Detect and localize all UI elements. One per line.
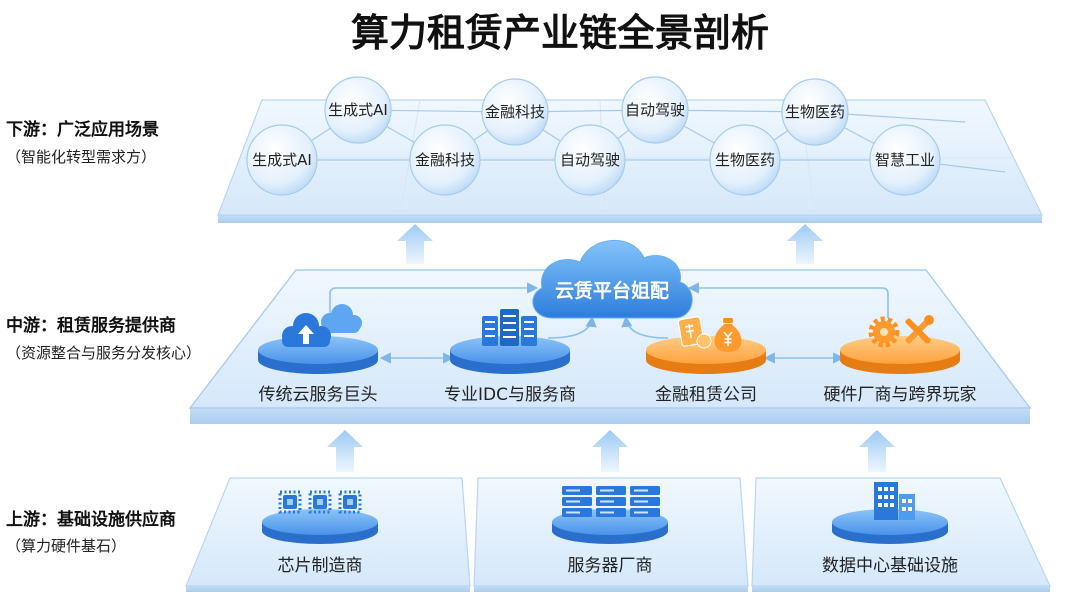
scenario-bubble: 生物医药 bbox=[781, 78, 849, 146]
building-icon bbox=[874, 482, 915, 520]
cloud-upload-icon bbox=[282, 304, 362, 347]
scenario-bubble: 自动驾驶 bbox=[621, 76, 689, 144]
server-rack-icon bbox=[482, 309, 537, 346]
midstream-node-hardware-vendors: 硬件厂商与跨界玩家 bbox=[824, 315, 977, 405]
scenario-bubble: 智慧工业 bbox=[869, 124, 941, 196]
scenario-label: 自动驾驶 bbox=[560, 151, 620, 169]
midstream-node-idc: 专业IDC与服务商 bbox=[444, 309, 576, 405]
server-icon bbox=[562, 486, 660, 517]
diagram-title: 算力租赁产业链全景剖析 bbox=[351, 11, 769, 55]
scenario-label: 金融科技 bbox=[415, 151, 475, 169]
midstream-node-label: 金融租赁公司 bbox=[655, 385, 757, 405]
upstream-panel-chips: 芯片制造商 bbox=[185, 477, 471, 592]
up-arrow-icon bbox=[859, 430, 895, 472]
upstream-panel-datacenter: 数据中心基础设施 bbox=[751, 477, 1051, 592]
midstream-node-label: 硬件厂商与跨界玩家 bbox=[824, 385, 977, 405]
scenario-label: 自动驾驶 bbox=[625, 101, 685, 119]
midstream-node-label: 传统云服务巨头 bbox=[259, 385, 378, 405]
scenario-bubble: 金融科技 bbox=[409, 124, 481, 196]
upstream-node-label: 服务器厂商 bbox=[568, 556, 653, 576]
connector-line bbox=[621, 315, 669, 339]
downstream-level-label: 下游：广泛应用场景 bbox=[6, 119, 159, 140]
midstream-platform bbox=[188, 269, 1032, 424]
scenario-bubble: 自动驾驶 bbox=[554, 124, 626, 196]
scenario-bubble: 生物医药 bbox=[709, 124, 781, 196]
upstream-node-label: 芯片制造商 bbox=[278, 556, 363, 576]
upstream-level-label: 上游：基础设施供应商 bbox=[6, 509, 176, 530]
hub-cloud: 云赁平台姐配 bbox=[532, 240, 693, 319]
money-bag-icon bbox=[677, 316, 742, 352]
midstream-node-label: 专业IDC与服务商 bbox=[444, 385, 576, 405]
scenario-label: 生物医药 bbox=[785, 103, 845, 121]
upstream-level-note: （算力硬件基石） bbox=[6, 537, 126, 555]
up-arrow-icon bbox=[327, 430, 363, 472]
up-arrow-icon bbox=[397, 224, 433, 264]
gear-tools-icon bbox=[868, 315, 934, 348]
cloud-icon bbox=[532, 240, 693, 319]
downstream-level-note: （智能化转型需求方） bbox=[6, 148, 156, 166]
connector-line bbox=[547, 315, 597, 339]
connector-line bbox=[329, 282, 539, 318]
up-arrow-icon bbox=[787, 224, 823, 264]
up-arrow-icon bbox=[592, 430, 628, 472]
midstream-level-note: （资源整合与服务分发核心） bbox=[6, 344, 201, 362]
midstream-level-label: 中游：租赁服务提供商 bbox=[6, 315, 176, 336]
hub-label: 云赁平台姐配 bbox=[555, 279, 669, 302]
upstream-panel-servers: 服务器厂商 bbox=[473, 477, 749, 592]
midstream-node-financial-leasing: 金融租赁公司 bbox=[646, 316, 766, 405]
scenario-label: 智慧工业 bbox=[875, 151, 935, 169]
connector-line bbox=[687, 282, 889, 318]
upstream-node-label: 数据中心基础设施 bbox=[822, 556, 958, 576]
scenario-bubble: 生成式AI bbox=[324, 76, 392, 144]
chip-icon bbox=[278, 490, 362, 514]
scenario-label: 生成式AI bbox=[252, 151, 312, 169]
scenario-label: 金融科技 bbox=[485, 103, 545, 121]
scenario-bubble: 金融科技 bbox=[481, 78, 549, 146]
scenario-label: 生成式AI bbox=[328, 101, 388, 119]
midstream-node-cloud-giants: 传统云服务巨头 bbox=[258, 304, 378, 405]
hub-connectors bbox=[329, 282, 889, 364]
scenario-bubble: 生成式AI bbox=[246, 124, 318, 196]
scenario-label: 生物医药 bbox=[715, 151, 775, 169]
